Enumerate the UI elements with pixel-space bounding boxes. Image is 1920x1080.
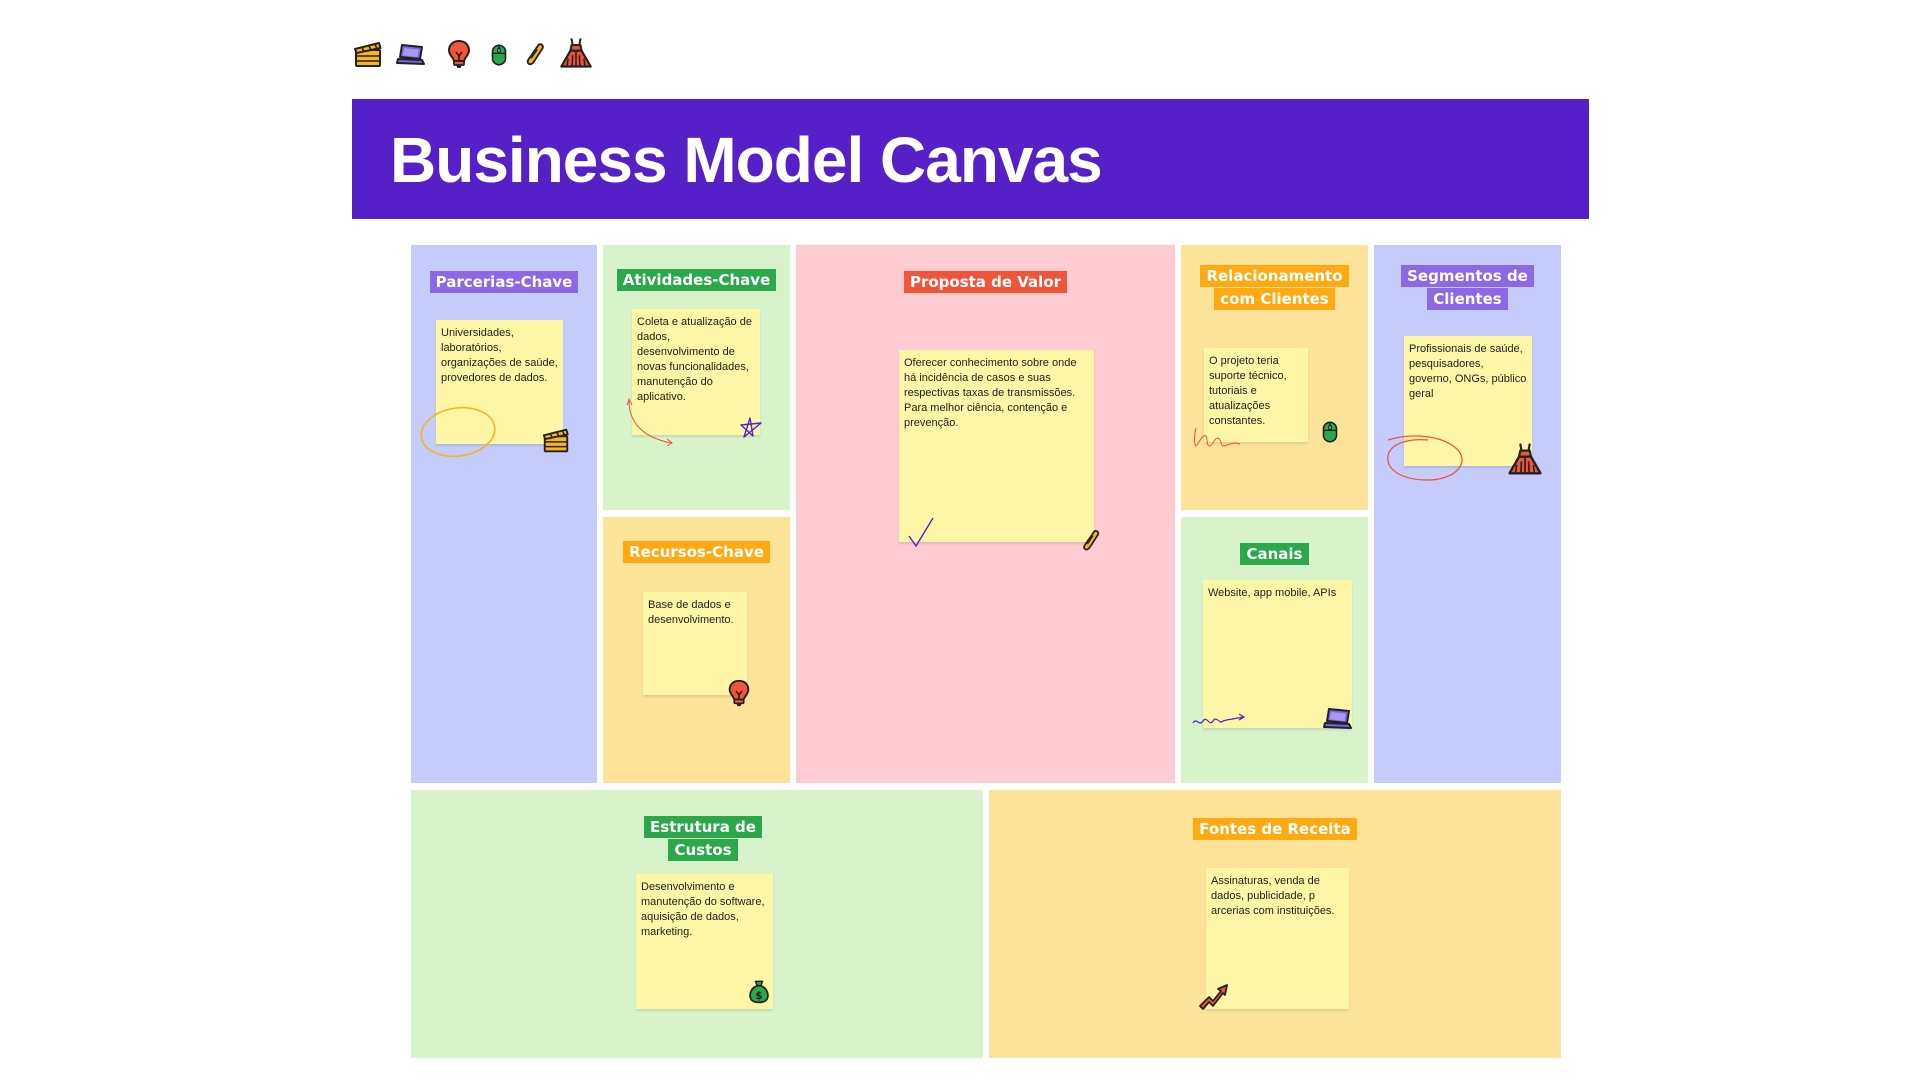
tag-label: Recursos-Chave bbox=[623, 541, 770, 563]
tag-label: Fontes de Receita bbox=[1193, 818, 1357, 840]
money-bag-icon[interactable] bbox=[745, 976, 773, 1006]
note-text: Coleta e atualização de dados, desenvolv… bbox=[637, 316, 752, 403]
mouse-icon[interactable] bbox=[486, 40, 512, 70]
note-text: O projeto teria suporte técnico, tutoria… bbox=[1209, 355, 1287, 427]
tag-label: Relacionamento com Clientes bbox=[1200, 265, 1349, 310]
tag-channels: Canais bbox=[1181, 543, 1368, 566]
tag-customer-relationships: Relacionamento com Clientes bbox=[1189, 265, 1360, 311]
tag-label: Atividades-Chave bbox=[616, 269, 777, 291]
scribble-doodle bbox=[1194, 427, 1241, 447]
tag-value-proposition: Proposta de Valor bbox=[796, 271, 1175, 294]
paperclip-icon[interactable] bbox=[519, 38, 549, 70]
tag-label: Canais bbox=[1240, 543, 1309, 565]
mouse-icon[interactable] bbox=[1317, 416, 1343, 448]
tag-label: Estrutura de Custos bbox=[644, 816, 762, 861]
dress-icon[interactable] bbox=[1506, 440, 1544, 478]
paperclip-icon[interactable] bbox=[1076, 525, 1104, 555]
sticky-note-customer-segments[interactable]: Profissionais de saúde, pesquisadores, g… bbox=[1404, 336, 1532, 466]
note-text: Oferecer conhecimento sobre onde há inci… bbox=[904, 357, 1077, 429]
tag-label: Parcerias-Chave bbox=[429, 271, 579, 293]
tag-label: Segmentos de Clientes bbox=[1401, 265, 1534, 310]
tag-key-activities: Atividades-Chave bbox=[603, 269, 790, 292]
tag-key-resources: Recursos-Chave bbox=[603, 541, 790, 564]
checkmark-doodle bbox=[908, 517, 934, 548]
dress-icon[interactable] bbox=[558, 34, 594, 72]
note-text: Profissionais de saúde, pesquisadores, g… bbox=[1409, 343, 1527, 400]
section-customer-segments bbox=[1374, 245, 1561, 783]
sticky-note-revenue-streams[interactable]: Assinaturas, venda de dados, publicidade… bbox=[1206, 868, 1349, 1009]
lightbulb-icon[interactable] bbox=[724, 675, 754, 711]
wave-doodle bbox=[1192, 713, 1246, 724]
loop-doodle bbox=[1387, 435, 1463, 481]
tag-label: Proposta de Valor bbox=[903, 271, 1068, 293]
title-banner: Business Model Canvas bbox=[352, 99, 1589, 219]
sticky-note-channels[interactable]: Website, app mobile, APIs bbox=[1203, 580, 1352, 728]
arrow-doodle bbox=[626, 397, 673, 447]
sticky-note-customer-relationships[interactable]: O projeto teria suporte técnico, tutoria… bbox=[1204, 348, 1308, 442]
laptop-icon[interactable] bbox=[1322, 702, 1354, 734]
sticky-note-cost-structure[interactable]: Desenvolvimento e manutenção do software… bbox=[636, 874, 773, 1009]
sticky-note-key-resources[interactable]: Base de dados e desenvolvimento. bbox=[643, 592, 747, 695]
star-doodle bbox=[740, 417, 762, 438]
sticky-note-value-proposition[interactable]: Oferecer conhecimento sobre onde há inci… bbox=[899, 350, 1094, 542]
page-title: Business Model Canvas bbox=[390, 124, 1103, 196]
note-text: Base de dados e desenvolvimento. bbox=[648, 599, 734, 626]
trending-up-arrow-icon[interactable] bbox=[1196, 980, 1230, 1012]
tag-revenue-streams: Fontes de Receita bbox=[989, 818, 1561, 841]
note-text: Website, app mobile, APIs bbox=[1208, 587, 1337, 599]
note-text: Desenvolvimento e manutenção do software… bbox=[641, 881, 765, 938]
sticky-note-key-partners[interactable]: Universidades, laboratórios, organizaçõe… bbox=[436, 320, 563, 444]
tag-customer-segments: Segmentos de Clientes bbox=[1374, 265, 1561, 311]
note-text: Universidades, laboratórios, organizaçõe… bbox=[441, 327, 558, 384]
tag-cost-structure: Estrutura de Custos bbox=[633, 816, 773, 862]
laptop-icon[interactable] bbox=[395, 38, 427, 70]
circle-doodle bbox=[420, 406, 496, 458]
sticky-note-key-activities[interactable]: Coleta e atualização de dados, desenvolv… bbox=[632, 309, 760, 435]
note-text: Assinaturas, venda de dados, publicidade… bbox=[1211, 875, 1335, 917]
tag-key-partners: Parcerias-Chave bbox=[411, 271, 597, 294]
lightbulb-icon[interactable] bbox=[443, 36, 475, 72]
clapperboard-icon[interactable] bbox=[541, 425, 571, 455]
clapperboard-icon[interactable] bbox=[352, 38, 384, 70]
